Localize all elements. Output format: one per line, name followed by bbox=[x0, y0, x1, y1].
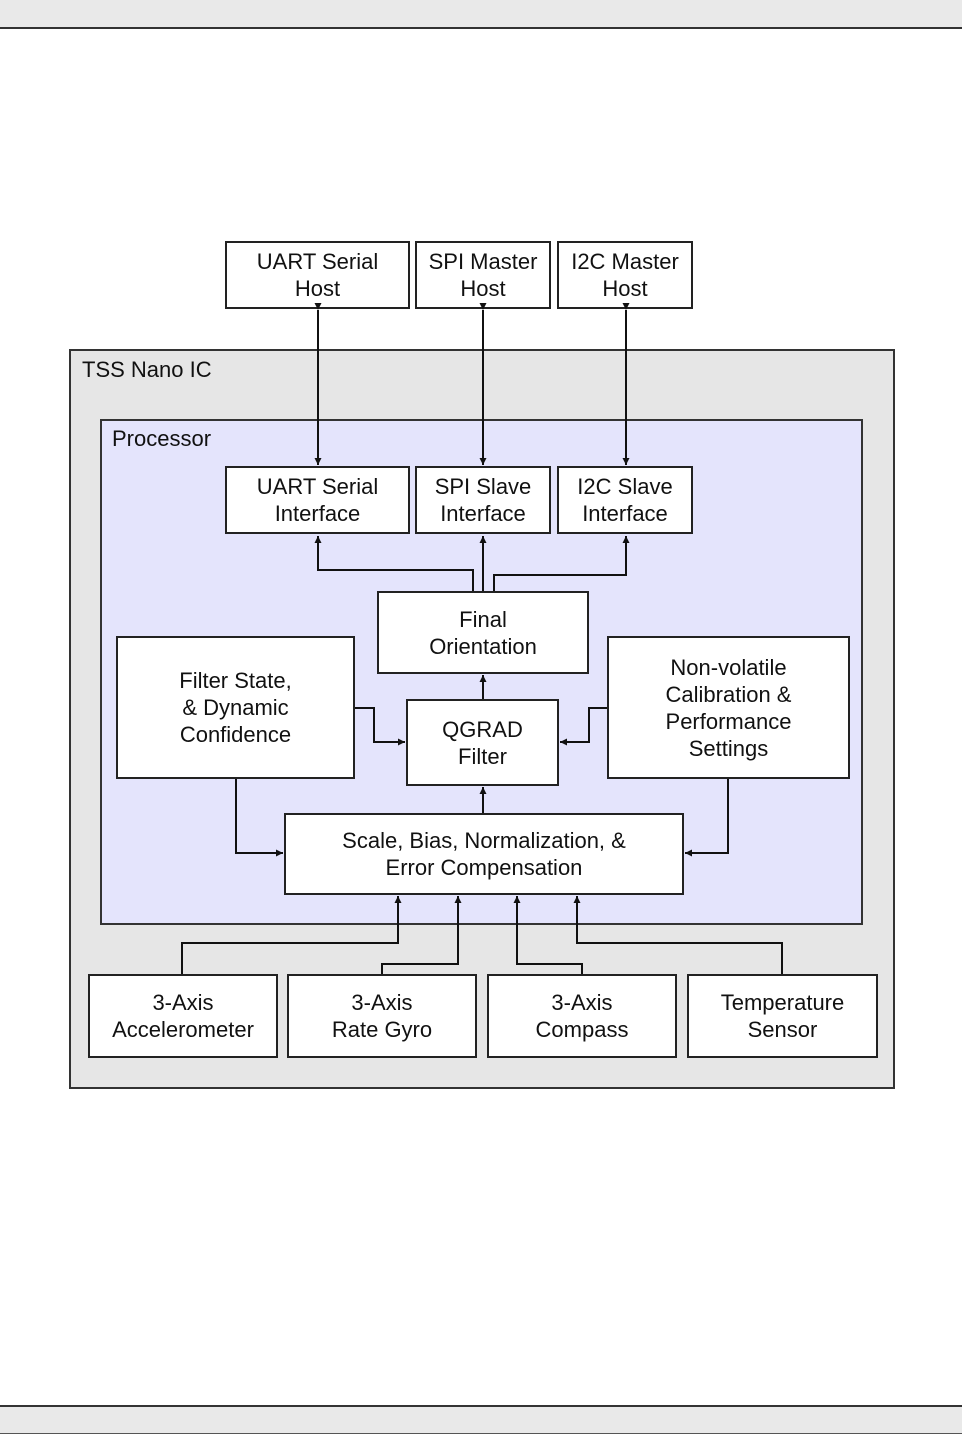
processor-label: Processor bbox=[112, 426, 212, 451]
qgrad-filter-box: QGRAD Filter bbox=[406, 699, 559, 786]
accelerometer-to-scale-arrow bbox=[181, 896, 402, 974]
uart-serial-interface-box: UART Serial Interface bbox=[225, 466, 410, 534]
compass-box: 3-Axis Compass bbox=[487, 974, 677, 1058]
spi-slave-interface-box: SPI Slave Interface bbox=[415, 466, 551, 534]
page-header-band bbox=[0, 0, 962, 29]
accelerometer-box: 3-Axis Accelerometer bbox=[88, 974, 278, 1058]
page-footer-band bbox=[0, 1405, 962, 1434]
uart-serial-host-box: UART Serial Host bbox=[225, 241, 410, 309]
calibration-to-qgrad-arrow bbox=[560, 707, 607, 746]
calibration-settings-box: Non-volatile Calibration & Performance S… bbox=[607, 636, 850, 779]
orientation-to-uart-arrow bbox=[314, 536, 474, 591]
filter-state-to-qgrad-arrow bbox=[355, 707, 405, 746]
rate-gyro-box: 3-Axis Rate Gyro bbox=[287, 974, 477, 1058]
spi-master-host-box: SPI Master Host bbox=[415, 241, 551, 309]
filter-state-to-scale-arrow bbox=[235, 779, 283, 857]
filter-state-box: Filter State, & Dynamic Confidence bbox=[116, 636, 355, 779]
tss-nano-ic-label: TSS Nano IC bbox=[82, 357, 212, 382]
i2c-master-host-box: I2C Master Host bbox=[557, 241, 693, 309]
temperature-sensor-box: Temperature Sensor bbox=[687, 974, 878, 1058]
final-orientation-box: Final Orientation bbox=[377, 591, 589, 674]
gyro-to-scale-arrow bbox=[381, 896, 462, 974]
orientation-to-i2c-arrow bbox=[493, 536, 630, 591]
temperature-to-scale-arrow bbox=[573, 896, 783, 974]
scale-bias-normalization-box: Scale, Bias, Normalization, & Error Comp… bbox=[284, 813, 684, 895]
compass-to-scale-arrow bbox=[513, 896, 583, 974]
calibration-to-scale-arrow bbox=[685, 779, 729, 857]
i2c-slave-interface-box: I2C Slave Interface bbox=[557, 466, 693, 534]
